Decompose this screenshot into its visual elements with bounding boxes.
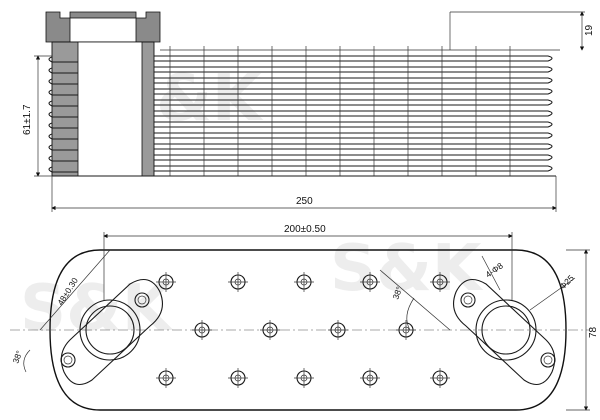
right-port-inner <box>481 305 531 355</box>
left-port-outer <box>79 299 141 361</box>
header-fin <box>48 111 78 118</box>
header-fin <box>48 89 78 96</box>
header-core <box>77 41 143 177</box>
right-port-outer <box>475 299 537 361</box>
plan-outline <box>49 249 567 411</box>
cooler-plate <box>154 55 553 62</box>
dim-48-line <box>39 249 111 331</box>
right-bolt-hole-bottom <box>540 352 556 368</box>
side-view: 19 61±1.7 250 <box>22 11 595 212</box>
angle-arc-left <box>23 349 31 373</box>
right-bolt-hole-bottom-inner <box>543 355 553 365</box>
plan-view: 78 200±0.50 48±0.30 38° <box>10 224 599 411</box>
dim-19-label: 19 <box>584 24 595 36</box>
dim-61-label: 61±1.7 <box>22 104 33 135</box>
angle-ref-line <box>379 269 451 331</box>
cooler-plate <box>154 99 553 106</box>
watermark-2: S&K <box>330 232 484 306</box>
header-fin <box>48 144 78 151</box>
left-port-inner <box>85 305 135 355</box>
plate-stack <box>48 46 556 177</box>
stud-grid <box>156 272 450 388</box>
header-fin <box>48 78 78 85</box>
header-fin <box>48 166 78 173</box>
cooler-plate <box>154 165 553 172</box>
cooler-plate <box>154 88 553 95</box>
cooler-plate <box>154 110 553 117</box>
watermark-3: S&K <box>20 272 174 346</box>
left-bolt-hole-bottom-inner <box>63 355 73 365</box>
dim-78-label: 78 <box>588 326 599 338</box>
header-fin <box>48 100 78 107</box>
cooler-plate <box>154 132 553 139</box>
angle-arc-right <box>406 297 415 331</box>
right-bolt-hole-top-inner <box>463 295 473 305</box>
header-fin <box>48 155 78 162</box>
cooler-plate <box>154 154 553 161</box>
right-bolt-hole-top <box>460 292 476 308</box>
left-bolt-hole-bottom <box>60 352 76 368</box>
cooler-plate <box>154 121 553 128</box>
port-leader <box>529 277 576 311</box>
dim-200-label: 200±0.50 <box>284 224 326 235</box>
angle-right-label: 38° <box>390 285 404 301</box>
header-fin <box>48 122 78 129</box>
cooler-plate <box>154 143 553 150</box>
left-bolt-hole-top <box>134 292 150 308</box>
left-flange-outline <box>60 278 163 386</box>
header-fin <box>48 56 78 63</box>
dim-250-label: 250 <box>296 196 313 207</box>
bolt-holes-label: 4-Φ8 <box>483 260 505 279</box>
right-flange-outline <box>453 278 556 386</box>
left-bolt-hole-top-inner <box>137 295 147 305</box>
header-fin <box>48 133 78 140</box>
header-fin <box>48 67 78 74</box>
cooler-plate <box>154 66 553 73</box>
bolt-leader <box>481 255 501 291</box>
top-fitting-window <box>69 17 137 43</box>
cooler-plate <box>154 77 553 84</box>
angle-left-label: 38° <box>10 349 24 365</box>
